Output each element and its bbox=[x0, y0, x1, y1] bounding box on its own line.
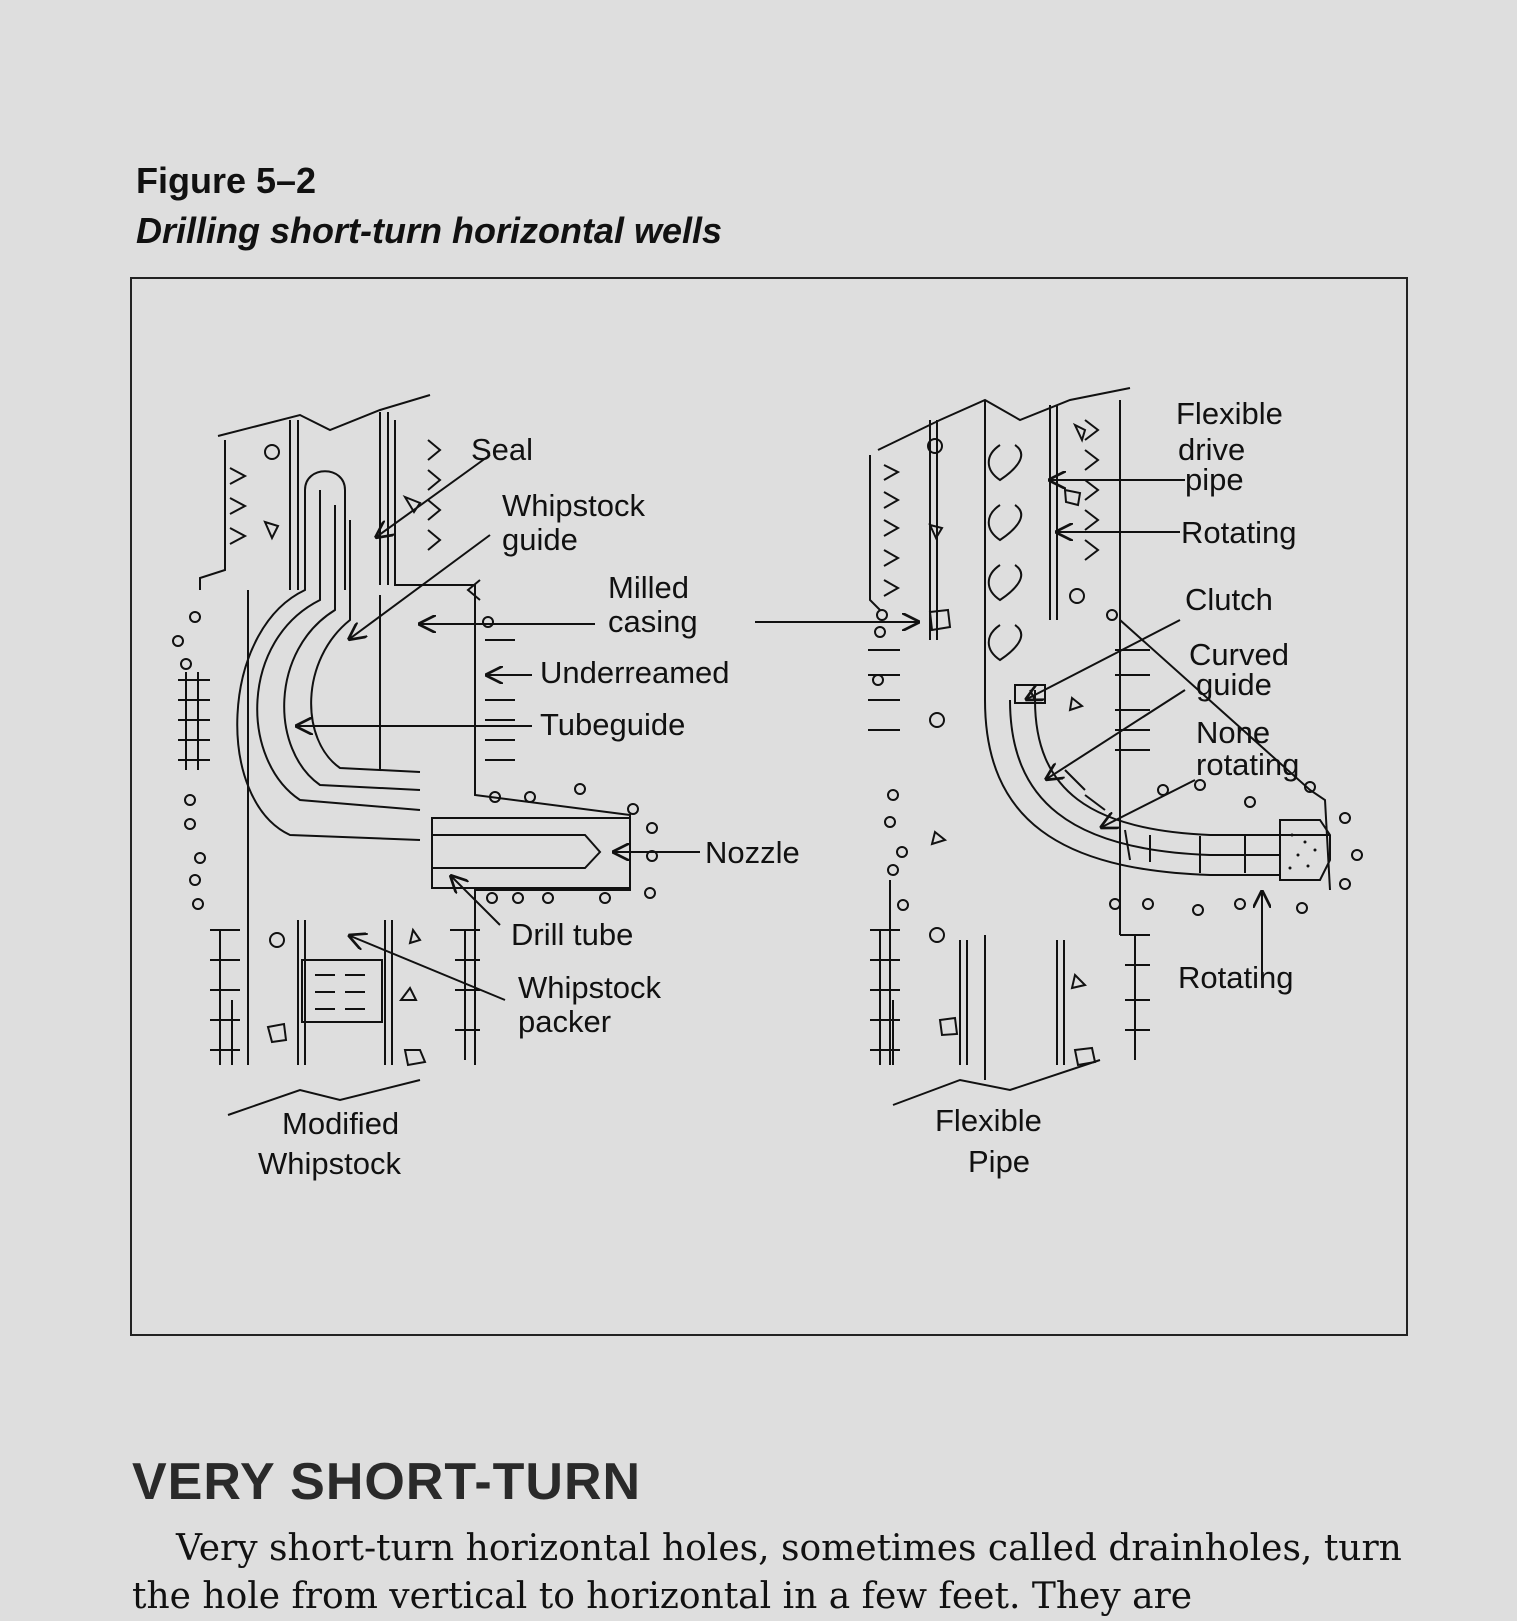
figure-number: Figure 5–2 bbox=[136, 160, 317, 201]
label-seal: Seal bbox=[471, 432, 533, 467]
right-diagram-title-2: Pipe bbox=[968, 1144, 1030, 1179]
label-clutch: Clutch bbox=[1185, 582, 1273, 617]
label-curved-guide-2: guide bbox=[1196, 667, 1272, 702]
label-flexible-drive-pipe-2: drive bbox=[1178, 432, 1245, 467]
label-none-rotating-2: rotating bbox=[1196, 747, 1299, 782]
right-diagram-title-1: Flexible bbox=[935, 1103, 1042, 1138]
label-none-rotating-1: None bbox=[1196, 715, 1270, 750]
label-flexible-drive-pipe-3: pipe bbox=[1185, 462, 1244, 497]
label-whipstock-packer-2: packer bbox=[518, 1004, 611, 1039]
label-tubeguide: Tubeguide bbox=[540, 707, 685, 742]
label-nozzle: Nozzle bbox=[705, 835, 800, 870]
label-curved-guide-1: Curved bbox=[1189, 637, 1289, 672]
label-rotating-top: Rotating bbox=[1181, 515, 1296, 550]
left-callout-lines bbox=[295, 454, 700, 1001]
modified-whipstock-drawing bbox=[172, 394, 658, 1116]
label-whipstock-guide-2: guide bbox=[502, 522, 578, 557]
section-heading: VERY SHORT-TURN bbox=[132, 1453, 642, 1511]
label-milled-casing-2: casing bbox=[608, 604, 698, 639]
label-whipstock-guide-1: Whipstock bbox=[502, 488, 645, 523]
figure-caption: Drilling short-turn horizontal wells bbox=[136, 210, 723, 251]
label-drill-tube: Drill tube bbox=[511, 917, 633, 952]
label-underreamed: Underreamed bbox=[540, 655, 730, 690]
label-whipstock-packer-1: Whipstock bbox=[518, 970, 661, 1005]
figure-frame bbox=[130, 277, 1408, 1336]
section-paragraph: Very short-turn horizontal holes, someti… bbox=[132, 1528, 1402, 1617]
left-diagram-title-2: Whipstock bbox=[258, 1146, 401, 1181]
label-milled-casing-1: Milled bbox=[608, 570, 689, 605]
label-flexible-drive-pipe-1: Flexible bbox=[1176, 396, 1283, 431]
left-diagram-title-1: Modified bbox=[282, 1106, 399, 1141]
label-rotating-bottom: Rotating bbox=[1178, 960, 1293, 995]
flexible-pipe-drawing bbox=[868, 387, 1363, 1106]
right-callout-lines bbox=[755, 480, 1262, 980]
